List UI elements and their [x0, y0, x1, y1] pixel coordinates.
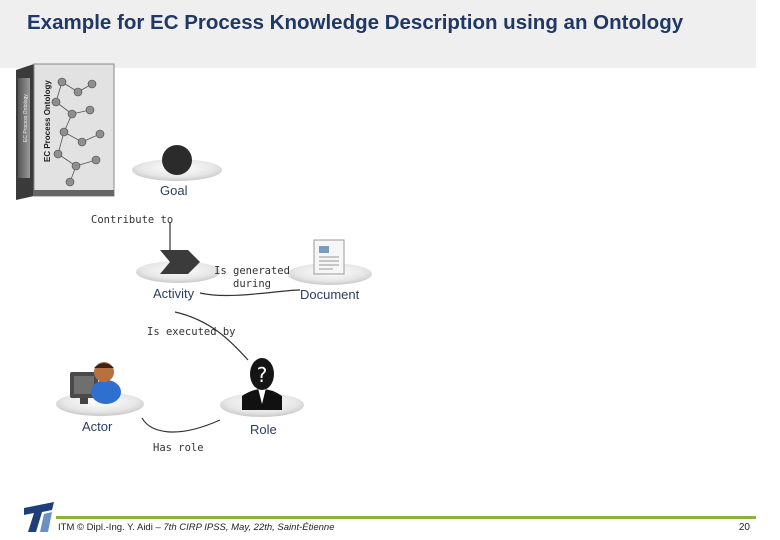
- ontology-book-image: EC Process Ontology EC Process Ontology: [16, 63, 115, 200]
- edge-has-role: [141, 417, 221, 433]
- page-number: 20: [738, 522, 750, 533]
- relation-label-is-executed-by: Is executed by: [147, 326, 236, 338]
- node-label-activity: Activity: [153, 286, 195, 301]
- edge-is-generated-during: [199, 289, 301, 297]
- book-spine-text: EC Process Ontology: [23, 94, 29, 142]
- node-label-goal: Goal: [160, 183, 188, 198]
- actor-user-at-computer-icon: [70, 362, 121, 404]
- relation-label-has-role: Has role: [153, 442, 204, 454]
- footer-prefix: ITM © Dipl.-Ing. Y. Aidi –: [58, 522, 164, 533]
- document-icon: [313, 239, 345, 275]
- role-unknown-person-icon: ?: [242, 358, 282, 410]
- title-bar: [0, 0, 756, 68]
- itm-logo: [22, 500, 56, 534]
- edge-is-executed-by: [174, 311, 249, 361]
- node-label-actor: Actor: [82, 419, 113, 434]
- relation-label-contribute-to: Contribute to: [91, 214, 174, 226]
- relation-label-is-generated-during: Is generated during: [214, 265, 290, 290]
- slide-title: Example for EC Process Knowledge Descrip…: [27, 11, 684, 34]
- activity-chevron-icon: [160, 250, 200, 274]
- goal-icon: [162, 145, 192, 175]
- footer-venue: 7th CIRP IPSS, May, 22th, Saint-Étienne: [163, 522, 335, 533]
- book-cover-title: EC Process Ontology: [43, 80, 52, 162]
- node-label-role: Role: [250, 422, 277, 437]
- svg-text:?: ?: [257, 363, 268, 387]
- footer-accent-line: [56, 516, 756, 519]
- node-label-document: Document: [300, 287, 360, 302]
- footer-citation: ITM © Dipl.-Ing. Y. Aidi – 7th CIRP IPSS…: [58, 522, 334, 533]
